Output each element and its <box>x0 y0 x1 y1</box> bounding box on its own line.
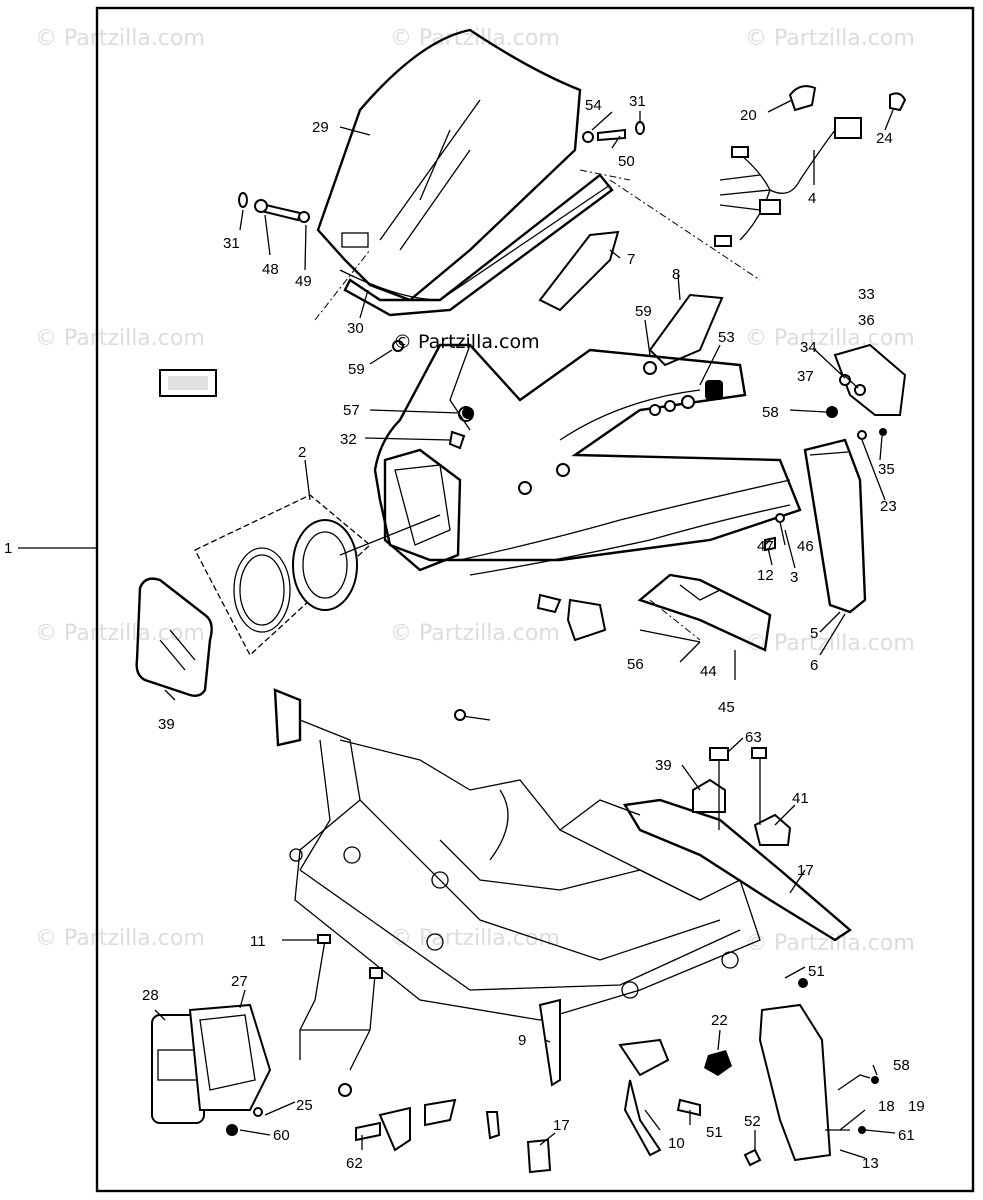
headlight <box>194 494 441 657</box>
watermark: © Partzilla.com <box>390 621 560 646</box>
watermark: © Partzilla.com <box>35 326 205 351</box>
fasteners-top <box>238 121 645 223</box>
label-25: 25 <box>296 1097 313 1114</box>
stay-bracket-17 <box>623 798 852 942</box>
label-44: 44 <box>700 663 717 680</box>
label-27: 27 <box>231 973 248 990</box>
label-32: 32 <box>340 431 357 448</box>
upper-fairing <box>373 343 802 576</box>
watermark: © Partzilla.com <box>390 926 560 951</box>
label-36: 36 <box>858 312 875 329</box>
label-24: 24 <box>876 130 893 147</box>
label-58a: 58 <box>762 404 779 421</box>
label-22: 22 <box>711 1012 728 1029</box>
windshield-trim <box>343 173 614 317</box>
label-31b: 31 <box>629 93 646 110</box>
label-33: 33 <box>858 286 875 303</box>
fairing-mounts <box>536 593 607 642</box>
reflector-mark <box>159 369 217 397</box>
label-41: 41 <box>792 790 809 807</box>
label-60: 60 <box>273 1127 290 1144</box>
stay-rod <box>299 934 383 1097</box>
label-9: 9 <box>518 1032 526 1049</box>
label-6: 6 <box>810 657 818 674</box>
watermark: © Partzilla.com <box>745 931 915 956</box>
label-31a: 31 <box>223 235 240 252</box>
watermark: © Partzilla.com <box>390 26 560 51</box>
label-59a: 59 <box>635 303 652 320</box>
headlight-lens <box>135 577 213 698</box>
label-61: 61 <box>898 1127 915 1144</box>
label-62: 62 <box>346 1155 363 1172</box>
label-45: 45 <box>718 699 735 716</box>
label-35: 35 <box>878 461 895 478</box>
label-30: 30 <box>347 320 364 337</box>
label-7: 7 <box>627 251 635 268</box>
part-labels: 1 2 3 4 5 6 7 8 9 10 11 12 13 17 17 18 1… <box>4 93 925 1172</box>
label-13: 13 <box>862 1155 879 1172</box>
label-18: 18 <box>878 1098 895 1115</box>
label-57: 57 <box>343 402 360 419</box>
label-58b: 58 <box>893 1057 910 1074</box>
label-37: 37 <box>797 368 814 385</box>
label-10: 10 <box>668 1135 685 1152</box>
wiring-harness <box>714 85 907 247</box>
label-48: 48 <box>262 261 279 278</box>
watermark: © Partzilla.com <box>745 26 915 51</box>
label-46: 46 <box>797 538 814 555</box>
label-59b: 59 <box>348 361 365 378</box>
bracket-8 <box>648 293 724 367</box>
label-20: 20 <box>740 107 757 124</box>
label-11: 11 <box>250 933 266 950</box>
mirror-bracket <box>826 343 907 440</box>
label-19: 19 <box>908 1098 925 1115</box>
label-39b: 39 <box>655 757 672 774</box>
label-8: 8 <box>672 266 680 283</box>
label-23: 23 <box>880 498 897 515</box>
label-47: 47 <box>757 538 774 555</box>
label-17b: 17 <box>553 1117 570 1134</box>
label-50: 50 <box>618 153 635 170</box>
bottom-parts <box>355 978 879 1174</box>
label-1: 1 <box>4 540 12 557</box>
side-cover <box>803 438 867 614</box>
watermark: © Partzilla.com <box>35 621 205 646</box>
label-12: 12 <box>757 567 774 584</box>
label-54: 54 <box>585 97 602 114</box>
tail-light <box>151 1003 272 1136</box>
label-49: 49 <box>295 273 312 290</box>
brackets-39-41-63 <box>692 747 792 846</box>
bracket-7 <box>538 230 620 312</box>
label-28: 28 <box>142 987 159 1004</box>
label-5: 5 <box>810 625 818 642</box>
watermark: © Partzilla.com <box>35 926 205 951</box>
label-53: 53 <box>718 329 735 346</box>
label-2: 2 <box>298 444 306 461</box>
leader-lines <box>154 99 896 1159</box>
watermark: © Partzilla.com <box>35 26 205 51</box>
label-3: 3 <box>790 569 798 586</box>
watermarks: © Partzilla.com © Partzilla.com © Partzi… <box>35 26 915 956</box>
fasteners-mid <box>392 340 785 643</box>
label-56: 56 <box>627 656 644 673</box>
label-39a: 39 <box>158 716 175 733</box>
mirror <box>637 573 772 652</box>
label-52: 52 <box>744 1113 761 1130</box>
watermark: © Partzilla.com <box>745 326 915 351</box>
label-51b: 51 <box>706 1124 723 1141</box>
label-63: 63 <box>745 729 762 746</box>
label-51a: 51 <box>808 963 825 980</box>
windshield <box>314 28 611 321</box>
watermark: © Partzilla.com <box>745 631 915 656</box>
label-17a: 17 <box>797 862 814 879</box>
center-watermark: © Partzilla.com <box>393 331 540 353</box>
label-29: 29 <box>312 119 329 136</box>
label-4: 4 <box>808 190 816 207</box>
fairing-stay <box>273 688 761 1021</box>
diagram-frame <box>95 6 975 1193</box>
label-34: 34 <box>800 339 817 356</box>
